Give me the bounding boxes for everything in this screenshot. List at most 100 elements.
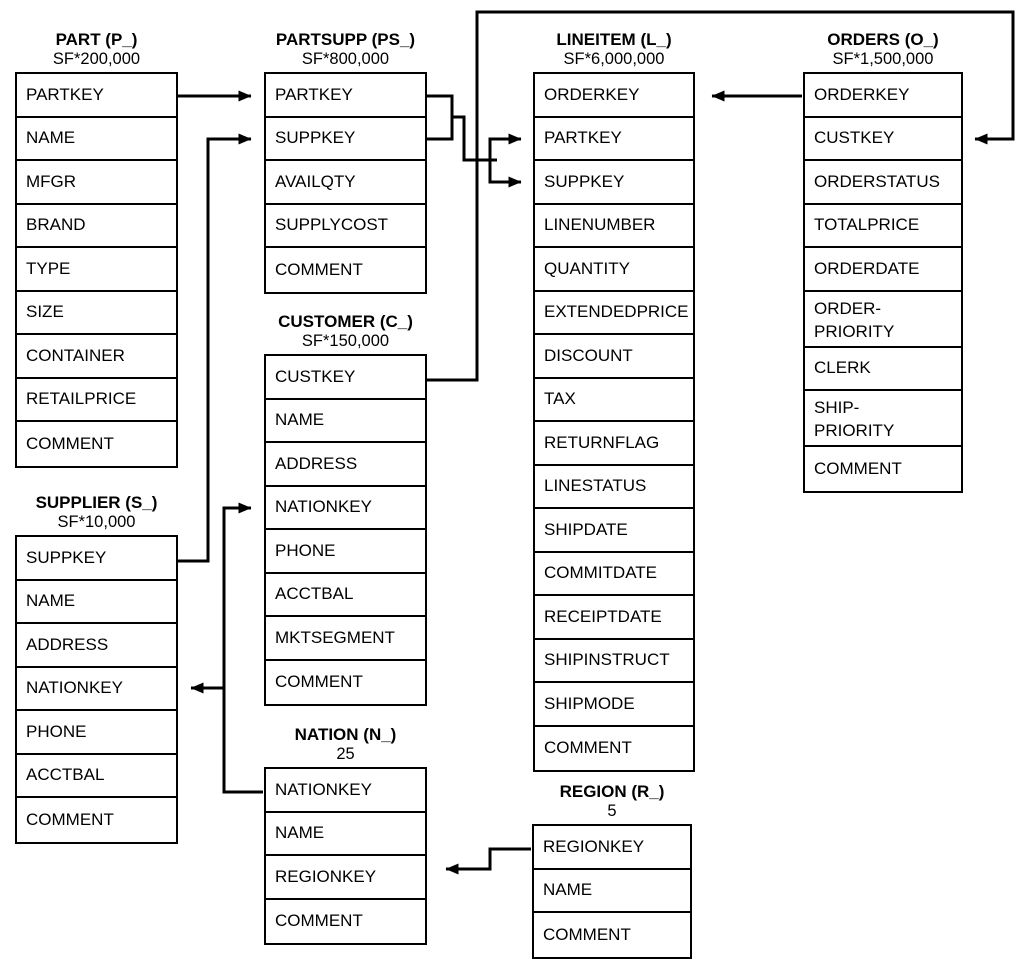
field-row[interactable]: LINENUMBER — [535, 204, 693, 248]
connector-supplier-partsupp — [178, 133, 252, 563]
field-row[interactable]: SUPPLYCOST — [266, 204, 425, 248]
entity-part-cardinality: SF*200,000 — [52, 50, 141, 68]
field-row[interactable]: NATIONKEY — [266, 486, 425, 530]
field-row[interactable]: SUPPKEY — [535, 161, 693, 205]
field-row[interactable]: COMMENT — [535, 726, 693, 770]
entity-supplier-title: SUPPLIER (S_) — [35, 493, 158, 512]
field-row[interactable]: ORDERDATE — [805, 248, 961, 292]
field-row[interactable]: PARTKEY — [535, 117, 693, 161]
field-row[interactable]: CONTAINER — [17, 335, 176, 379]
field-row[interactable]: CUSTKEY — [266, 356, 425, 400]
connector-partsupp-merge — [452, 115, 497, 162]
field-row[interactable]: ADDRESS — [266, 443, 425, 487]
entity-nation-fields: NATIONKEY NAME REGIONKEY COMMENT — [264, 767, 427, 945]
entity-customer[interactable]: CUSTOMER (C_) SF*150,000 CUSTKEY NAME AD… — [264, 312, 427, 706]
field-row[interactable]: REGIONKEY — [534, 826, 690, 870]
field-row[interactable]: TAX — [535, 378, 693, 422]
entity-supplier-cardinality: SF*10,000 — [57, 513, 136, 531]
field-row[interactable]: ACCTBAL — [17, 754, 176, 798]
field-row[interactable]: DISCOUNT — [535, 335, 693, 379]
entity-partsupp[interactable]: PARTSUPP (PS_) SF*800,000 PARTKEY SUPPKE… — [264, 30, 427, 294]
entity-nation-cardinality: 25 — [336, 745, 355, 763]
field-row[interactable]: MFGR — [17, 161, 176, 205]
field-row[interactable]: NAME — [534, 869, 690, 913]
entity-lineitem[interactable]: LINEITEM (L_) SF*6,000,000 ORDERKEY PART… — [533, 30, 695, 772]
field-line-1: SHIP- — [814, 398, 860, 417]
field-row[interactable]: COMMENT — [805, 447, 961, 491]
field-row[interactable]: RETURNFLAG — [535, 422, 693, 466]
entity-orders-title: ORDERS (O_) — [827, 30, 939, 49]
field-row[interactable]: ACCTBAL — [266, 573, 425, 617]
entity-orders-fields: ORDERKEY CUSTKEY ORDERSTATUS TOTALPRICE … — [803, 72, 963, 493]
field-row[interactable]: LINESTATUS — [535, 465, 693, 509]
field-row[interactable]: RETAILPRICE — [17, 378, 176, 422]
entity-orders[interactable]: ORDERS (O_) SF*1,500,000 ORDERKEY CUSTKE… — [803, 30, 963, 493]
entity-region-title: REGION (R_) — [559, 782, 665, 801]
field-row[interactable]: SHIP- PRIORITY — [805, 391, 961, 447]
connector-partsupp-lineitem-partkey — [488, 133, 522, 160]
field-row[interactable]: NAME — [266, 399, 425, 443]
field-row[interactable]: NAME — [266, 812, 425, 856]
entity-customer-title: CUSTOMER (C_) — [278, 312, 413, 331]
field-row[interactable]: COMMENT — [534, 913, 690, 957]
field-row[interactable]: COMMENT — [17, 798, 176, 842]
field-row[interactable]: COMMITDATE — [535, 552, 693, 596]
field-row[interactable]: ORDERKEY — [805, 74, 961, 118]
field-row[interactable]: QUANTITY — [535, 248, 693, 292]
field-row[interactable]: MKTSEGMENT — [266, 617, 425, 661]
field-row[interactable]: SHIPINSTRUCT — [535, 639, 693, 683]
field-row[interactable]: COMMENT — [266, 899, 425, 943]
field-row[interactable]: RECEIPTDATE — [535, 596, 693, 640]
field-row[interactable]: BRAND — [17, 204, 176, 248]
field-row[interactable]: TYPE — [17, 248, 176, 292]
entity-lineitem-cardinality: SF*6,000,000 — [563, 50, 665, 68]
entity-region[interactable]: REGION (R_) 5 REGIONKEY NAME COMMENT — [532, 782, 692, 959]
field-line-2: PRIORITY — [814, 421, 895, 440]
field-row[interactable]: TOTALPRICE — [805, 204, 961, 248]
field-row[interactable]: AVAILQTY — [266, 161, 425, 205]
field-row[interactable]: REGIONKEY — [266, 856, 425, 900]
field-row[interactable]: COMMENT — [17, 422, 176, 466]
field-row[interactable]: SUPPKEY — [266, 117, 425, 161]
field-row[interactable]: PARTKEY — [266, 74, 425, 118]
entity-lineitem-title: LINEITEM (L_) — [556, 30, 672, 49]
field-row[interactable]: ADDRESS — [17, 624, 176, 668]
field-row[interactable]: CUSTKEY — [805, 117, 961, 161]
field-row[interactable]: PHONE — [266, 530, 425, 574]
field-row[interactable]: SHIPMODE — [535, 683, 693, 727]
entity-supplier-fields: SUPPKEY NAME ADDRESS NATIONKEY PHONE ACC… — [15, 535, 178, 844]
entity-customer-fields: CUSTKEY NAME ADDRESS NATIONKEY PHONE ACC… — [264, 354, 427, 706]
field-row[interactable]: NATIONKEY — [266, 769, 425, 813]
field-row[interactable]: ORDER- PRIORITY — [805, 291, 961, 348]
field-row[interactable]: ORDERKEY — [535, 74, 693, 118]
entity-nation[interactable]: NATION (N_) 25 NATIONKEY NAME REGIONKEY … — [264, 725, 427, 945]
connector-nation-customer — [222, 502, 263, 794]
entity-supplier[interactable]: SUPPLIER (S_) SF*10,000 SUPPKEY NAME ADD… — [15, 493, 178, 844]
field-row[interactable]: SUPPKEY — [17, 537, 176, 581]
entity-partsupp-fields: PARTKEY SUPPKEY AVAILQTY SUPPLYCOST COMM… — [264, 72, 427, 294]
field-row[interactable]: SIZE — [17, 291, 176, 335]
field-row[interactable]: PARTKEY — [17, 74, 176, 118]
connector-region-nation — [445, 847, 531, 875]
field-row[interactable]: EXTENDEDPRICE — [535, 291, 693, 335]
entity-partsupp-cardinality: SF*800,000 — [301, 50, 390, 68]
entity-orders-cardinality: SF*1,500,000 — [832, 50, 934, 68]
field-row[interactable]: NAME — [17, 117, 176, 161]
field-line-2: PRIORITY — [814, 321, 895, 341]
entity-region-cardinality: 5 — [607, 802, 617, 820]
field-row[interactable]: ORDERSTATUS — [805, 161, 961, 205]
entity-part[interactable]: PART (P_) SF*200,000 PARTKEY NAME MFGR B… — [15, 30, 178, 468]
entity-part-fields: PARTKEY NAME MFGR BRAND TYPE SIZE CONTAI… — [15, 72, 178, 468]
field-row[interactable]: NATIONKEY — [17, 667, 176, 711]
entity-nation-title: NATION (N_) — [294, 725, 397, 744]
field-row[interactable]: CLERK — [805, 347, 961, 391]
field-row[interactable]: COMMENT — [266, 248, 425, 292]
field-line-1: ORDER- — [814, 298, 882, 318]
field-row[interactable]: PHONE — [17, 711, 176, 755]
field-row[interactable]: COMMENT — [266, 660, 425, 704]
entity-region-fields: REGIONKEY NAME COMMENT — [532, 824, 692, 959]
field-row[interactable]: NAME — [17, 580, 176, 624]
entity-lineitem-fields: ORDERKEY PARTKEY SUPPKEY LINENUMBER QUAN… — [533, 72, 695, 772]
field-row[interactable]: SHIPDATE — [535, 509, 693, 553]
